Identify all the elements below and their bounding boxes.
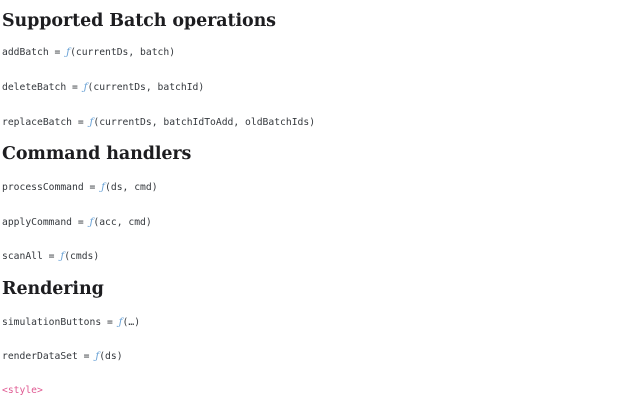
code-line-render-data-set: renderDataSet = ƒ(ds) xyxy=(2,350,123,363)
function-glyph-icon: ƒ xyxy=(118,316,123,328)
section-heading-rendering: Rendering xyxy=(2,279,104,299)
section-heading-supported-batch-operations: Supported Batch operations xyxy=(2,11,276,31)
code-arguments: (…) xyxy=(122,317,141,328)
code-line-simulation-buttons: simulationButtons = ƒ(…) xyxy=(2,316,140,329)
function-glyph-icon: ƒ xyxy=(83,81,88,93)
code-identifier: applyCommand xyxy=(2,217,72,228)
code-equals: = xyxy=(48,47,67,58)
code-identifier: replaceBatch xyxy=(2,117,72,128)
code-identifier: renderDataSet xyxy=(2,351,78,362)
code-equals: = xyxy=(72,117,90,128)
code-equals: = xyxy=(72,217,90,228)
code-arguments: (currentDs, batch) xyxy=(70,47,176,58)
function-glyph-icon: ƒ xyxy=(89,116,94,128)
code-line-replace-batch: replaceBatch = ƒ(currentDs, batchIdToAdd… xyxy=(2,116,315,129)
code-identifier: deleteBatch xyxy=(2,82,67,93)
code-line-scan-all: scanAll = ƒ(cmds) xyxy=(2,250,99,263)
code-line-add-batch: addBatch = ƒ(currentDs, batch) xyxy=(2,46,175,59)
code-equals: = xyxy=(83,182,102,193)
function-glyph-icon: ƒ xyxy=(89,216,94,228)
function-glyph-icon: ƒ xyxy=(101,181,106,193)
code-arguments: (ds, cmd) xyxy=(105,182,158,193)
function-glyph-icon: ƒ xyxy=(66,46,71,58)
code-arguments: (ds) xyxy=(99,351,123,362)
function-glyph-icon: ƒ xyxy=(95,350,100,362)
code-identifier: addBatch xyxy=(2,47,49,58)
code-identifier: scanAll xyxy=(2,251,43,262)
code-equals: = xyxy=(101,317,119,328)
code-line-process-command: processCommand = ƒ(ds, cmd) xyxy=(2,181,158,194)
code-identifier: processCommand xyxy=(2,182,84,193)
code-equals: = xyxy=(66,82,84,93)
function-glyph-icon: ƒ xyxy=(60,250,65,262)
code-arguments: (acc, cmd) xyxy=(93,217,152,228)
code-equals: = xyxy=(42,251,61,262)
code-equals: = xyxy=(77,351,96,362)
code-identifier: simulationButtons xyxy=(2,317,102,328)
code-arguments: (currentDs, batchId) xyxy=(87,82,205,93)
style-tag-line: <style> xyxy=(2,385,43,396)
code-arguments: (cmds) xyxy=(64,251,100,262)
code-arguments: (currentDs, batchIdToAdd, oldBatchIds) xyxy=(93,117,316,128)
code-line-delete-batch: deleteBatch = ƒ(currentDs, batchId) xyxy=(2,81,204,94)
section-heading-command-handlers: Command handlers xyxy=(2,144,192,164)
code-line-apply-command: applyCommand = ƒ(acc, cmd) xyxy=(2,216,152,229)
